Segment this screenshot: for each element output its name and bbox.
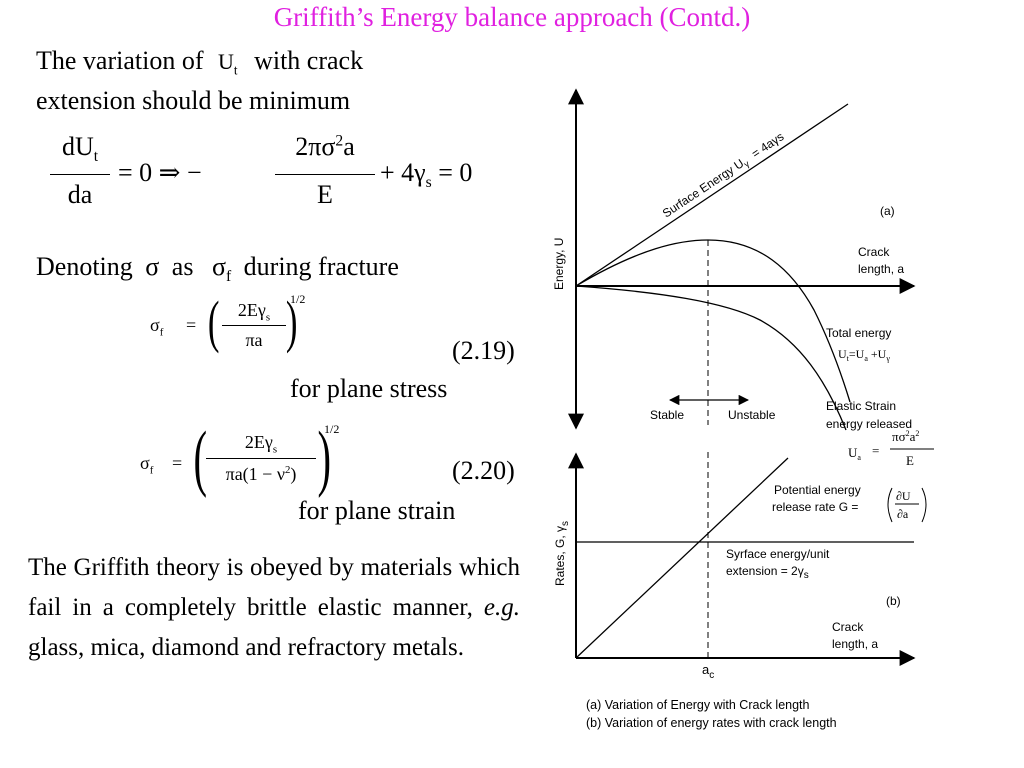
potential-energy-release-line (575, 457, 789, 659)
equation-1: dUt da = 0 ⇒ − 2πσ2a E + 4γs = 0 (50, 132, 473, 222)
caption-line-a: (a) Variation of Energy with Crack lengt… (586, 698, 810, 712)
eq219-lhs: σf (150, 315, 164, 339)
elastic-label-2: energy released (826, 417, 912, 431)
eq220-paren-right: ) (317, 417, 332, 499)
intro-line-2: extension should be minimum (36, 86, 351, 115)
b-y-axis-label: Rates, G, γs (553, 521, 571, 586)
svg-text:=: = (872, 443, 879, 458)
griffith-paragraph: The Griffith theory is obeyed by materia… (28, 554, 521, 661)
plane-strain-label: for plane strain (298, 496, 456, 525)
plane-stress-label: for plane stress (290, 374, 448, 403)
pe-derivative: ∂U ∂a (887, 487, 927, 523)
eq219-number: (2.19) (452, 336, 515, 365)
total-energy-curve (575, 239, 851, 403)
caption-line-b: (b) Variation of energy rates with crack… (586, 716, 837, 730)
elastic-strain-curve (575, 285, 847, 431)
elastic-label-1: Elastic Strain (826, 399, 896, 413)
eq1-lhs-fraction: dUt da (50, 132, 110, 209)
svg-text:Ua: Ua (848, 445, 861, 462)
eq1-rhs-den: E (317, 180, 333, 209)
unstable-label: Unstable (728, 408, 776, 422)
ac-label: ac (702, 662, 714, 681)
sigma-symbol: σ (145, 252, 160, 281)
denoting-line: Denoting σ as σf during fracture (36, 252, 399, 286)
eq1-lhs-den: da (67, 180, 93, 209)
sigma-f-symbol: σf (211, 252, 232, 286)
svg-text:∂a: ∂a (897, 507, 909, 521)
se-label-1: Syrface energy/unit (726, 547, 830, 561)
a-crack-label-1: Crack (858, 245, 890, 259)
ua-equation: Ua = πσ2a2 E (848, 429, 934, 468)
eq219-fraction: 2Eγs πa (222, 300, 286, 350)
total-energy-label: Total energy (826, 326, 891, 340)
svg-text:∂U: ∂U (896, 489, 911, 503)
eq1-rhs-num: 2πσ2a (295, 132, 355, 161)
se-label-2: extension = 2γs (726, 564, 809, 581)
pe-label-2: release rate G = (772, 500, 858, 514)
b-panel-label: (b) (886, 594, 901, 608)
intro-text-2: with crack (254, 46, 364, 75)
b-crack-label-2: length, a (832, 637, 878, 651)
stable-label: Stable (650, 408, 684, 422)
pe-label-1: Potential energy (774, 483, 861, 497)
eq1-lhs-num: dUt (61, 132, 99, 166)
intro-ut: Ut (218, 49, 238, 78)
intro-text-1: The variation of (36, 46, 204, 75)
eq220-power: 1/2 (324, 422, 340, 436)
a-crack-label-2: length, a (858, 262, 904, 276)
eq1-plus-term: + 4γs = 0 (380, 158, 473, 192)
a-panel-label: (a) (880, 204, 895, 218)
svg-text:πσ2a2: πσ2a2 (892, 429, 919, 444)
equation-2-20: σf = ( 2Eγs πa(1 − ν2) ) 1/2 (140, 417, 340, 499)
surface-energy-label: Surface Energy Uγ= 4aγs (660, 129, 788, 222)
eq219-paren-left: ( (207, 289, 220, 354)
eq220-lhs: σf (140, 453, 154, 477)
energy-diagram: Energy, U Surface Energy Uγ= 4aγs (a) Cr… (552, 88, 934, 730)
total-energy-equation: Ut=Ua +Uγ (838, 347, 890, 363)
intro-line-1: The variation of Ut with crack (36, 46, 363, 78)
eq220-fraction: 2Eγs πa(1 − ν2) (206, 432, 316, 484)
eq219-power: 1/2 (290, 292, 306, 306)
a-y-axis-label: Energy, U (552, 238, 566, 290)
eq220-number: (2.20) (452, 456, 515, 485)
surface-energy-line (575, 103, 849, 287)
eq1-rhs-fraction: 2πσ2a E (275, 132, 375, 209)
eq1-implies: = 0 ⇒ − (118, 158, 202, 187)
eq219-paren-right: ) (285, 289, 298, 354)
slide-title: Griffith’s Energy balance approach (Cont… (273, 2, 751, 32)
eq220-paren-left: ( (193, 417, 208, 499)
equation-2-19: σf = ( 2Eγs πa ) 1/2 (150, 289, 306, 354)
svg-text:E: E (906, 453, 914, 468)
b-crack-label-1: Crack (832, 620, 864, 634)
